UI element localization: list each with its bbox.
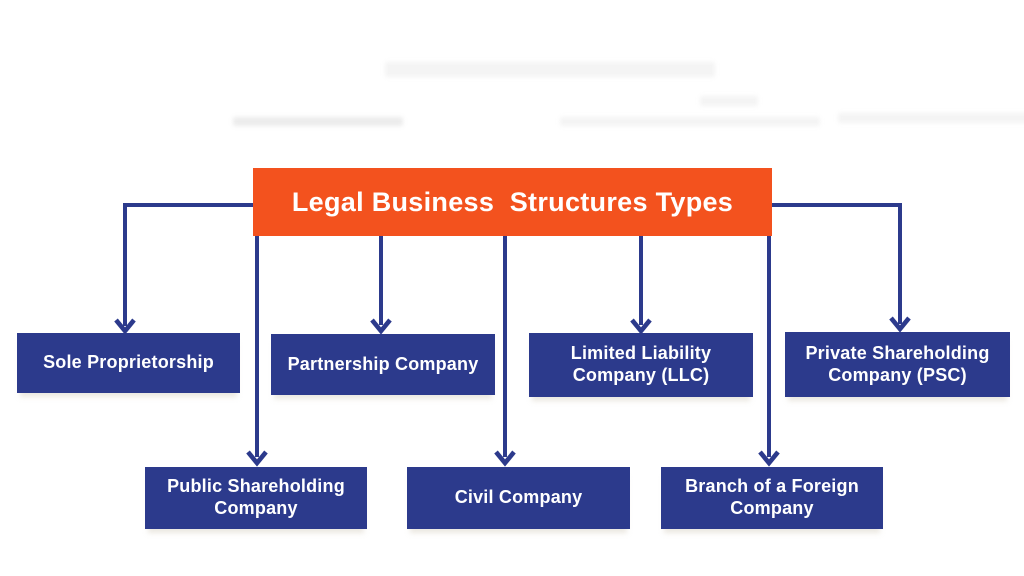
node-private-shareholding-company: Private Shareholding Company (PSC) [785, 332, 1010, 397]
node-civil-company: Civil Company [407, 467, 630, 529]
node-limited-liability-company: Limited Liability Company (LLC) [529, 333, 753, 397]
connector-psc [772, 203, 911, 333]
node-branch-foreign-company: Branch of a Foreign Company [661, 467, 883, 529]
connector-sole [114, 203, 253, 335]
faint-watermark [838, 113, 1024, 123]
node-sole-proprietorship: Sole Proprietorship [17, 333, 240, 393]
connector-civil [494, 236, 516, 467]
connector-partnership [370, 236, 392, 335]
faint-watermark [233, 117, 403, 126]
node-partnership-company: Partnership Company [271, 334, 495, 395]
connector-public [246, 236, 268, 467]
connector-branch [758, 236, 780, 467]
faint-watermark [385, 62, 715, 77]
node-public-shareholding-company: Public Shareholding Company [145, 467, 367, 529]
connector-llc [630, 236, 652, 335]
root-node-title: Legal Business Structures Types [253, 168, 772, 236]
faint-watermark [700, 96, 758, 106]
faint-watermark [560, 117, 820, 126]
